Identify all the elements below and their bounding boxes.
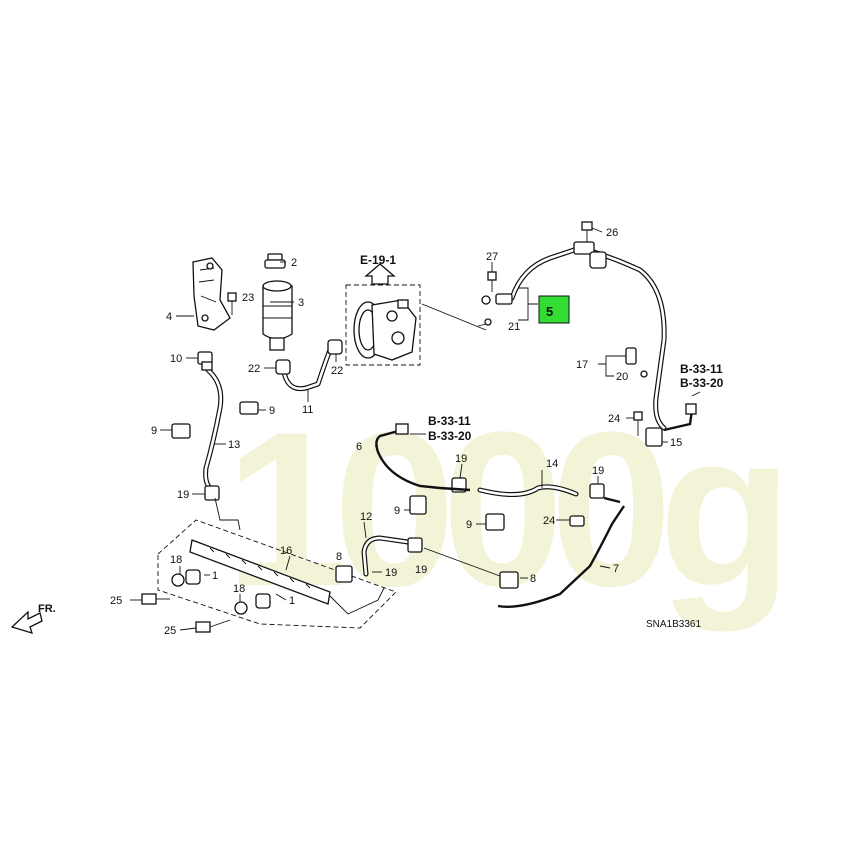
clamp-10 [197,351,213,371]
clamp-22-right [327,339,343,355]
callout-21: 21 [508,321,520,333]
callout-27: 27 [486,251,498,263]
reservoir-bracket [192,257,231,331]
callout-14: 14 [546,458,558,470]
callout-22-right: 22 [331,365,343,377]
ref-b33-20-right-label: B-33-20 [680,376,724,390]
clamp-22-left [275,359,291,375]
callout-8-a: 8 [336,551,342,563]
callout-16: 16 [280,545,292,557]
clamp-8-left [335,565,353,583]
hose-14 [439,484,579,497]
labels: E-19-1 B-33-11 B-33-20 B-33-11 B-33-20 2… [38,227,724,637]
callout-9-b: 9 [151,425,157,437]
callout-18-b: 18 [233,583,245,595]
ref-b33-20-center-label: B-33-20 [428,429,472,443]
callout-11: 11 [302,404,313,416]
bolt-25-b [195,619,231,633]
clamp-19-left [204,485,220,501]
clip-9-c [409,495,427,515]
power-steering-pump [353,299,417,361]
front-arrow-icon [10,610,43,634]
e19-arrow [364,263,396,285]
callout-19-d: 19 [455,453,467,465]
sensor-17 [625,347,648,378]
pipe-7 [497,496,625,608]
callout-5: 5 [546,304,553,319]
hose-5 [509,245,667,431]
hose-5-fittings [481,241,607,326]
clamp-19-e [589,483,605,499]
callout-3: 3 [298,297,304,309]
callout-26: 26 [606,227,618,239]
callout-9-d: 9 [466,519,472,531]
hose-15-end [645,403,697,447]
callout-23: 23 [242,292,254,304]
hose-12 [361,535,411,577]
reservoir-tank [262,280,293,351]
callout-15: 15 [670,437,682,449]
bolt-23 [227,292,237,315]
callout-25-a: 25 [110,595,122,607]
leader-lines [130,227,701,631]
callout-2: 2 [291,257,297,269]
callout-6: 6 [356,441,362,453]
callout-24-b: 24 [608,413,620,425]
clamp-19-center [407,537,423,553]
gear-box [157,519,397,629]
bolt-26 [581,221,593,242]
steering-gear-16 [189,539,331,605]
pump-box [345,284,421,366]
callout-10: 10 [170,353,182,365]
lead-19-7 [423,547,501,577]
front-label: FR. [38,603,56,615]
mount-18-1-b [234,593,271,615]
callout-1-b: 1 [289,595,295,607]
clip-9-a [239,401,259,415]
bolt-24-a [569,515,585,527]
bolt-25-a [141,593,170,605]
mount-18-1-a [171,569,201,587]
highlight-box-5 [538,295,570,324]
callout-13: 13 [228,439,240,451]
callout-19-c: 19 [415,564,427,576]
diagram-code: SNA1B3361 [646,619,701,630]
ref-b33-11-right-label: B-33-11 [680,362,723,376]
callout-19-a: 19 [177,489,189,501]
callout-17: 17 [576,359,588,371]
callout-7: 7 [613,563,619,575]
callout-9-c: 9 [394,505,400,517]
ref-e19-label: E-19-1 [360,253,396,267]
callout-25-b: 25 [164,625,176,637]
bolt-24-b [633,411,643,436]
clip-9-d [485,513,505,531]
callout-12: 12 [360,511,372,523]
callout-8-b: 8 [530,573,536,585]
callout-18-a: 18 [170,554,182,566]
callout-4: 4 [166,311,172,323]
callout-24-a: 24 [543,515,555,527]
hose-11 [281,347,333,392]
callout-9-a: 9 [269,405,275,417]
clip-9-b [171,423,191,439]
bolt-27 [487,271,497,292]
callout-19-b: 19 [385,567,397,579]
gear-lines [214,497,385,615]
reservoir-cap [264,253,286,269]
pipe-6 [375,423,441,490]
ref-b33-11-center-label: B-33-11 [428,414,471,428]
callout-1-a: 1 [212,570,218,582]
callout-22-left: 22 [248,363,260,375]
hose-13 [203,367,224,493]
clamp-8-right [499,571,519,589]
callout-20: 20 [616,371,628,383]
callout-19-e: 19 [592,465,604,477]
